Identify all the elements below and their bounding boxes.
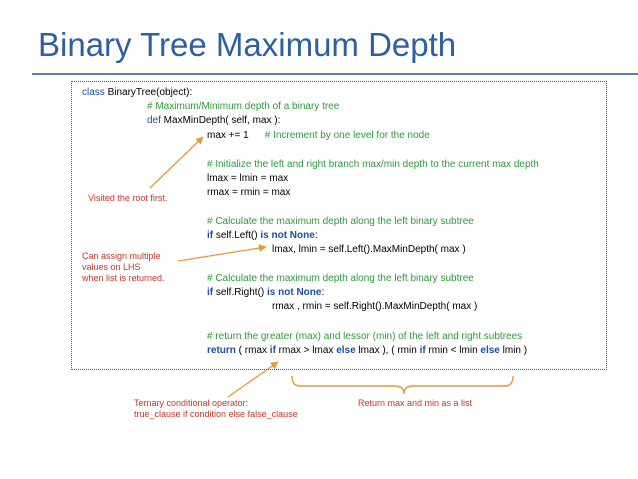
- code-line-lmax: lmax = lmin = max: [207, 173, 289, 184]
- code-comment-left: # Calculate the maximum depth along the …: [207, 216, 474, 227]
- arrow-ternary: [227, 361, 279, 398]
- brace-return-list: [291, 375, 514, 395]
- code-comment-initialize: # Initialize the left and right branch m…: [207, 159, 539, 170]
- code-text: max += 1: [207, 130, 249, 141]
- keyword-class: class: [82, 87, 105, 98]
- note-line: true_clause if condition else false_clau…: [134, 409, 298, 419]
- code-line-return: return ( rmax if rmax > lmax else lmax )…: [207, 344, 527, 357]
- code-text: :: [321, 287, 325, 298]
- keyword-if: if: [419, 345, 426, 356]
- keyword-is-not-none: is not None: [267, 287, 322, 298]
- title-divider: [32, 73, 638, 75]
- keyword-if: if: [269, 345, 276, 356]
- code-line-if-right: if self.Right() is not None:: [207, 286, 324, 299]
- code-line-right-call: rmax , rmin = self.Right().MaxMinDepth( …: [272, 301, 478, 312]
- code-text: rmin < lmin: [425, 345, 481, 356]
- code-text: rmax > lmax: [275, 345, 337, 356]
- code-text: lmax ), ( rmin: [355, 345, 420, 356]
- code-comment-right: # Calculate the maximum depth along the …: [207, 273, 474, 284]
- code-line-rmax: rmax = rmin = max: [207, 187, 291, 198]
- code-text: self.Right(): [213, 287, 268, 298]
- code-box: [71, 81, 607, 370]
- code-text: self.Left(): [213, 230, 261, 241]
- code-line-def: def MaxMinDepth( self, max ):: [147, 114, 280, 127]
- keyword-if: if: [207, 287, 214, 298]
- code-comment-increment: # Increment by one level for the node: [264, 130, 430, 141]
- note-ternary: Ternary conditional operator: true_claus…: [134, 398, 298, 420]
- keyword-return: return: [207, 345, 236, 356]
- arrow-visited-root: [149, 136, 204, 189]
- code-comment-return: # return the greater (max) and lessor (m…: [207, 331, 523, 342]
- code-comment-maxmin: # Maximum/Minimum depth of a binary tree: [147, 101, 340, 112]
- code-text: lmin ): [499, 345, 528, 356]
- keyword-def: def: [147, 115, 161, 126]
- note-return-list: Return max and min as a list: [358, 398, 473, 408]
- code-text: BinaryTree(object):: [104, 87, 193, 98]
- arrow-assign-multiple: [177, 244, 267, 262]
- note-line: Can assign multiple: [82, 251, 161, 261]
- note-line: Ternary conditional operator:: [134, 398, 249, 408]
- code-line-if-left: if self.Left() is not None:: [207, 229, 318, 242]
- keyword-is-not-none: is not None: [260, 230, 315, 241]
- keyword-else: else: [336, 345, 356, 356]
- code-text: :: [314, 230, 318, 241]
- note-line: values on LHS: [82, 262, 141, 272]
- code-line-class: class BinaryTree(object):: [82, 86, 192, 99]
- slide-title: Binary Tree Maximum Depth: [38, 26, 457, 63]
- note-assign-multiple: Can assign multiple values on LHS when l…: [82, 251, 165, 284]
- note-visited-root: Visited the root first.: [88, 193, 168, 203]
- code-line-increment: max += 1 # Increment by one level for the…: [207, 129, 430, 142]
- keyword-if: if: [207, 230, 214, 241]
- code-text: MaxMinDepth( self, max ):: [160, 115, 281, 126]
- code-line-left-call: lmax, lmin = self.Left().MaxMinDepth( ma…: [272, 244, 466, 255]
- keyword-else: else: [480, 345, 500, 356]
- code-text: ( rmax: [235, 345, 270, 356]
- note-line: when list is returned.: [82, 273, 165, 283]
